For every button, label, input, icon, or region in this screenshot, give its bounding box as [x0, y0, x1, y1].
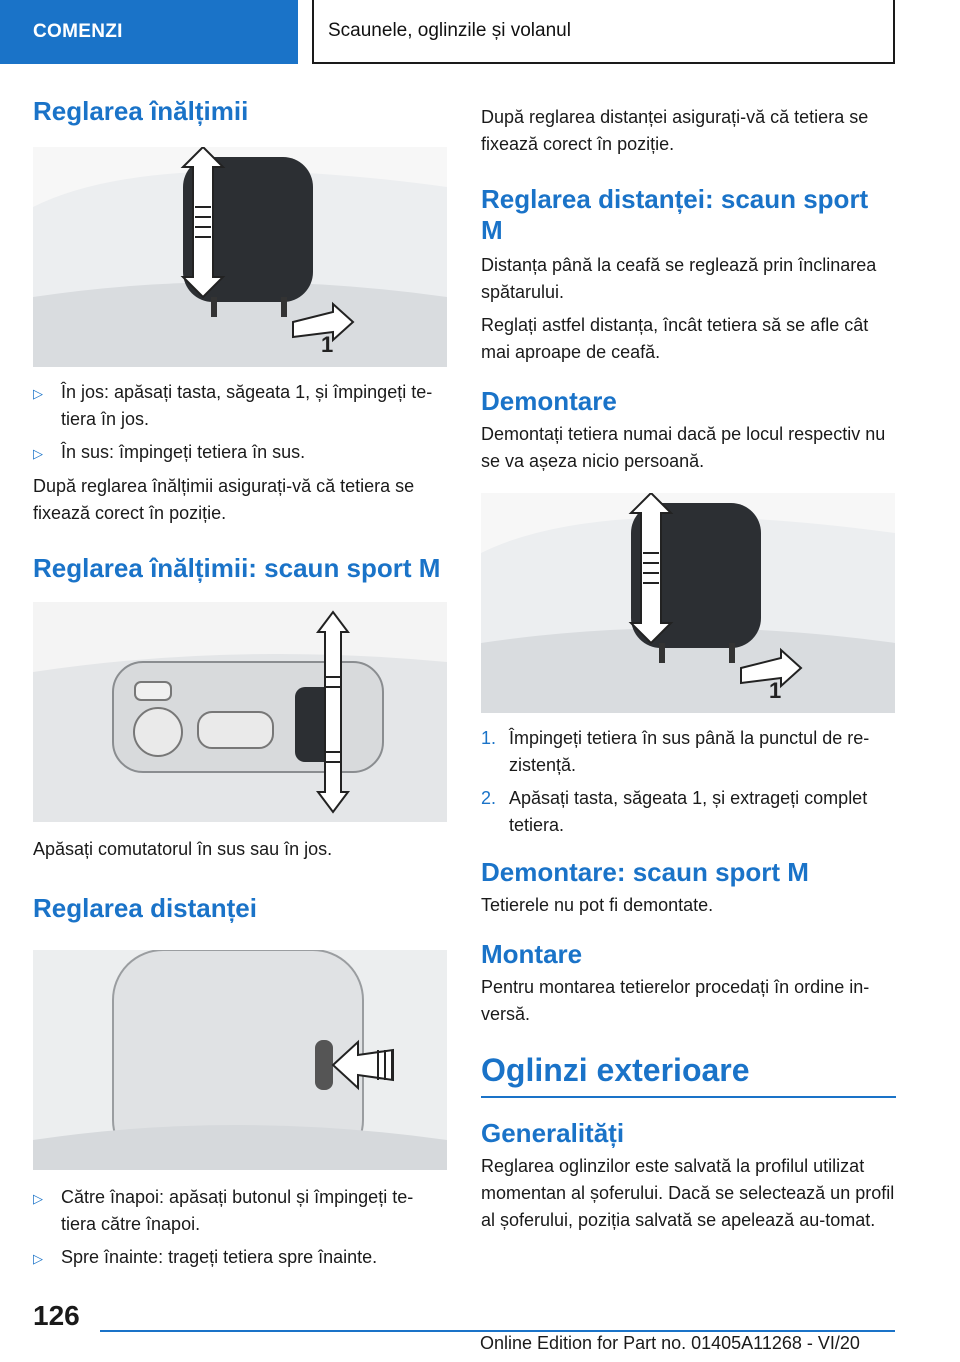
footer-edition: Online Edition for Part no. 01405A11268 …	[480, 1333, 860, 1353]
heading-exterior-mirrors: Oglinzi exterioare	[481, 1052, 750, 1088]
figure-headrest-height: 1	[33, 147, 447, 367]
callout-number: 1	[321, 332, 333, 357]
bullet-marker: ▷	[33, 386, 43, 401]
figure-headrest-removal: 1	[481, 493, 895, 713]
callout-number: 1	[769, 678, 781, 703]
paragraph: După reglarea înălțimii asigurați-vă că …	[33, 476, 415, 523]
page-number: 126	[33, 1300, 80, 1331]
list-item: 2.Apăsați tasta, săgeata 1, și extrageți…	[481, 785, 896, 839]
footer-divider	[100, 1330, 895, 1332]
list-item: 1.Împingeți tetiera în sus până la punct…	[481, 725, 896, 779]
heading-removal: Demontare	[481, 386, 617, 416]
right-column: După reglarea distanței asigurați-vă că …	[481, 104, 896, 1234]
paragraph: Apăsați comutatorul în sus sau în jos.	[33, 839, 333, 859]
heading-distance: Reglarea distanței	[33, 893, 257, 923]
figure-sport-seat-switch	[33, 602, 447, 822]
paragraph: Reglați astfel distanța, încât tetiera s…	[481, 315, 869, 362]
paragraph: Pentru montarea tetierelor procedați în …	[481, 977, 870, 1024]
left-column: Reglarea înălțimii 1 ▷În jos: apăsați ta…	[33, 96, 448, 1272]
bullet-marker: ▷	[33, 446, 43, 461]
bullet-marker: ▷	[33, 1191, 43, 1206]
paragraph: După reglarea distanței asigurați-vă că …	[481, 107, 869, 154]
list-item: ▷În sus: împingeți tetiera în sus.	[33, 439, 448, 467]
list-item: ▷Spre înainte: trageți tetiera spre înai…	[33, 1244, 448, 1272]
heading-height-adjust: Reglarea înălțimii	[33, 96, 249, 126]
paragraph: Demontați tetiera numai dacă pe locul re…	[481, 424, 886, 471]
section-tab: COMENZI	[0, 0, 298, 64]
heading-removal-sport: Demontare: scaun sport M	[481, 857, 809, 887]
figure-headrest-distance	[33, 950, 447, 1170]
list-item: ▷În jos: apăsați tasta, săgeata 1, și îm…	[33, 379, 448, 433]
heading-distance-sport: Reglarea distanței: scaun sport M	[481, 184, 869, 245]
heading-height-sport: Reglarea înălțimii: scaun sport M	[33, 553, 441, 583]
chapter-title: Scaunele, oglinzile și volanul	[312, 0, 895, 64]
list-item: ▷Către înapoi: apăsați butonul și împing…	[33, 1184, 448, 1238]
heading-installation: Montare	[481, 939, 583, 969]
paragraph: Reglarea oglinzilor este salvată la prof…	[481, 1156, 895, 1230]
paragraph: Tetierele nu pot fi demontate.	[481, 895, 714, 915]
heading-general: Generalități	[481, 1118, 625, 1148]
step-number: 1.	[481, 728, 497, 748]
paragraph: Distanța până la ceafă se reglează prin …	[481, 255, 877, 302]
step-number: 2.	[481, 788, 497, 808]
bullet-marker: ▷	[33, 1251, 43, 1266]
